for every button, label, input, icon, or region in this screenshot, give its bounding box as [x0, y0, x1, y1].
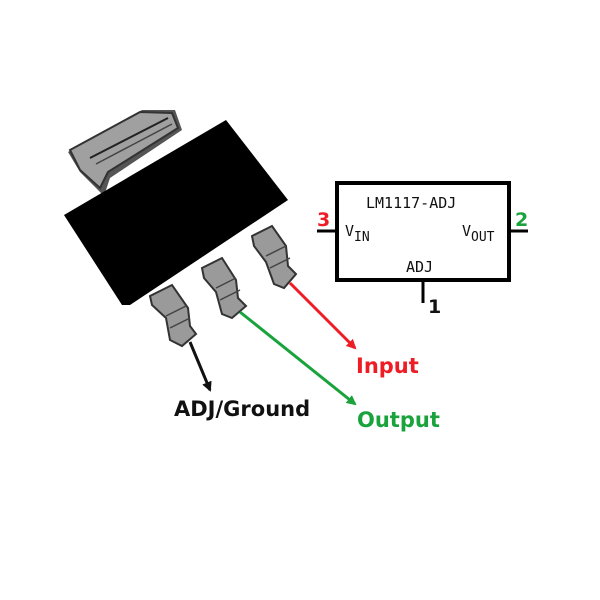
part-name: LM1117-ADJ — [366, 194, 456, 212]
adj-label: ADJ — [406, 258, 433, 276]
pin-number-1: 1 — [428, 296, 441, 318]
vout-sub: OUT — [471, 230, 495, 245]
vout-label: VOUT — [462, 222, 495, 245]
pin-number-2: 2 — [515, 209, 528, 231]
lead-pin-2 — [200, 256, 248, 320]
vin-main: V — [345, 222, 354, 240]
lead-pin-1 — [148, 283, 198, 348]
input-arrow — [288, 281, 357, 350]
package-tab — [68, 110, 182, 196]
input-label: Input — [356, 354, 419, 378]
output-label: Output — [357, 408, 440, 432]
package-body — [64, 120, 288, 305]
output-arrow — [239, 310, 357, 406]
vin-label: VIN — [345, 222, 370, 245]
schematic-symbol: LM1117-ADJ VIN VOUT ADJ 3 2 1 — [317, 181, 528, 318]
pin-number-3: 3 — [317, 209, 330, 231]
vin-sub: IN — [354, 230, 370, 245]
vout-main: V — [462, 222, 471, 240]
lead-pin-3 — [250, 224, 298, 290]
adj-arrow — [188, 341, 212, 392]
adj-ground-label: ADJ/Ground — [174, 397, 310, 421]
